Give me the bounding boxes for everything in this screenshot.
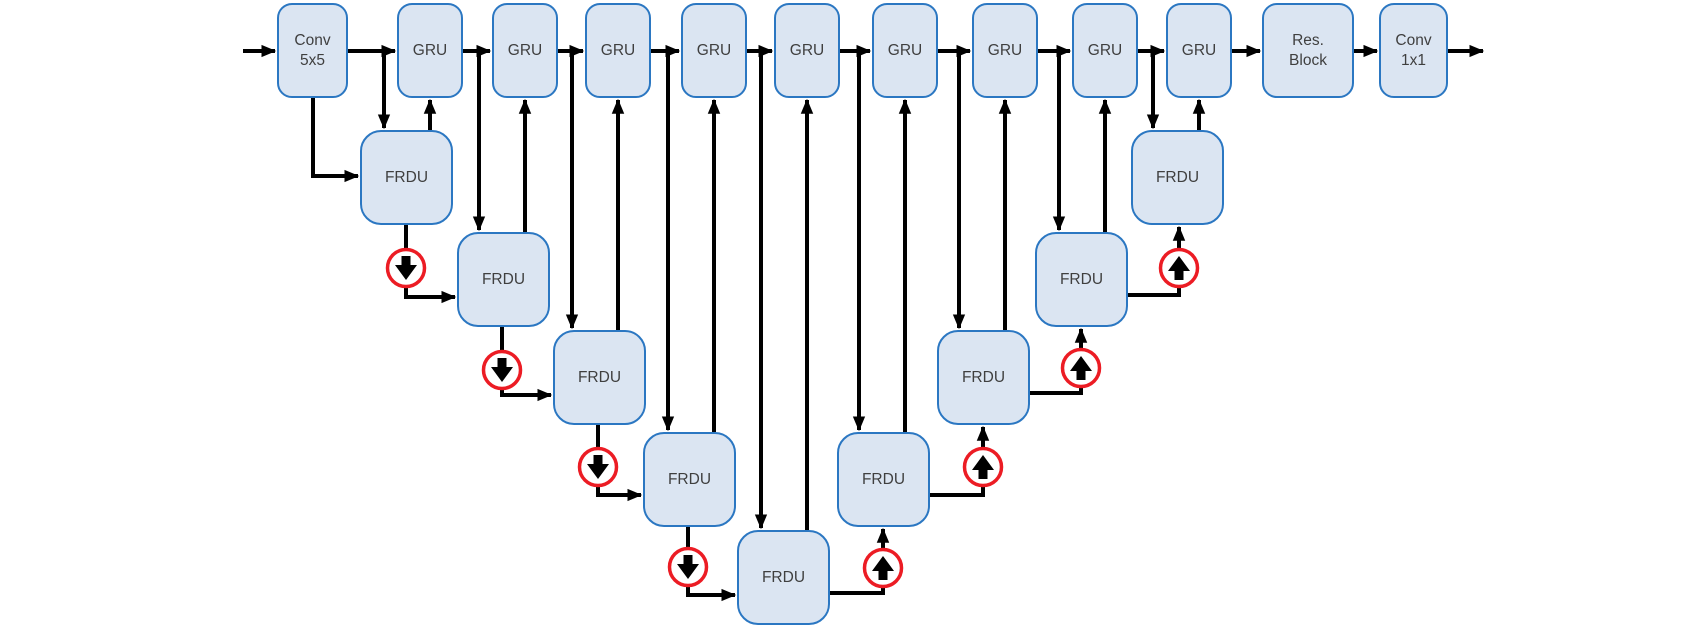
upsample-icon	[1060, 347, 1102, 389]
downsample-icon	[481, 349, 523, 391]
frdu-block-3: FRDU	[553, 330, 646, 425]
gru-block-8: GRU	[1072, 3, 1138, 98]
frdu-block-5: FRDU	[737, 530, 830, 625]
connector-frdu2-pool-frdu3	[500, 327, 553, 402]
gru-block-7: GRU	[972, 3, 1038, 98]
gru-block-3: GRU	[585, 3, 651, 98]
frdu-block-7: FRDU	[937, 330, 1030, 425]
conv5x5-block: Conv 5x5	[277, 3, 348, 98]
upsample-icon	[962, 446, 1004, 488]
frdu-block-1: FRDU	[360, 130, 453, 225]
upsample-icon	[862, 547, 904, 589]
frdu-block-8: FRDU	[1035, 232, 1128, 327]
frdu-block-9: FRDU	[1131, 130, 1224, 225]
conv1x1-block: Conv 1x1	[1379, 3, 1448, 98]
downsample-icon	[385, 247, 427, 289]
connector-conv5x5-to-frdu1	[311, 98, 360, 183]
gru-block-1: GRU	[397, 3, 463, 98]
downsample-icon	[667, 546, 709, 588]
upsample-icon	[1158, 247, 1200, 289]
frdu-block-2: FRDU	[457, 232, 550, 327]
gru-block-6: GRU	[872, 3, 938, 98]
gru-block-2: GRU	[492, 3, 558, 98]
frdu-block-6: FRDU	[837, 432, 930, 527]
gru-block-5: GRU	[774, 3, 840, 98]
res-block: Res. Block	[1262, 3, 1354, 98]
frdu-block-4: FRDU	[643, 432, 736, 527]
downsample-icon	[577, 446, 619, 488]
gru-block-9: GRU	[1166, 3, 1232, 98]
gru-block-4: GRU	[681, 3, 747, 98]
